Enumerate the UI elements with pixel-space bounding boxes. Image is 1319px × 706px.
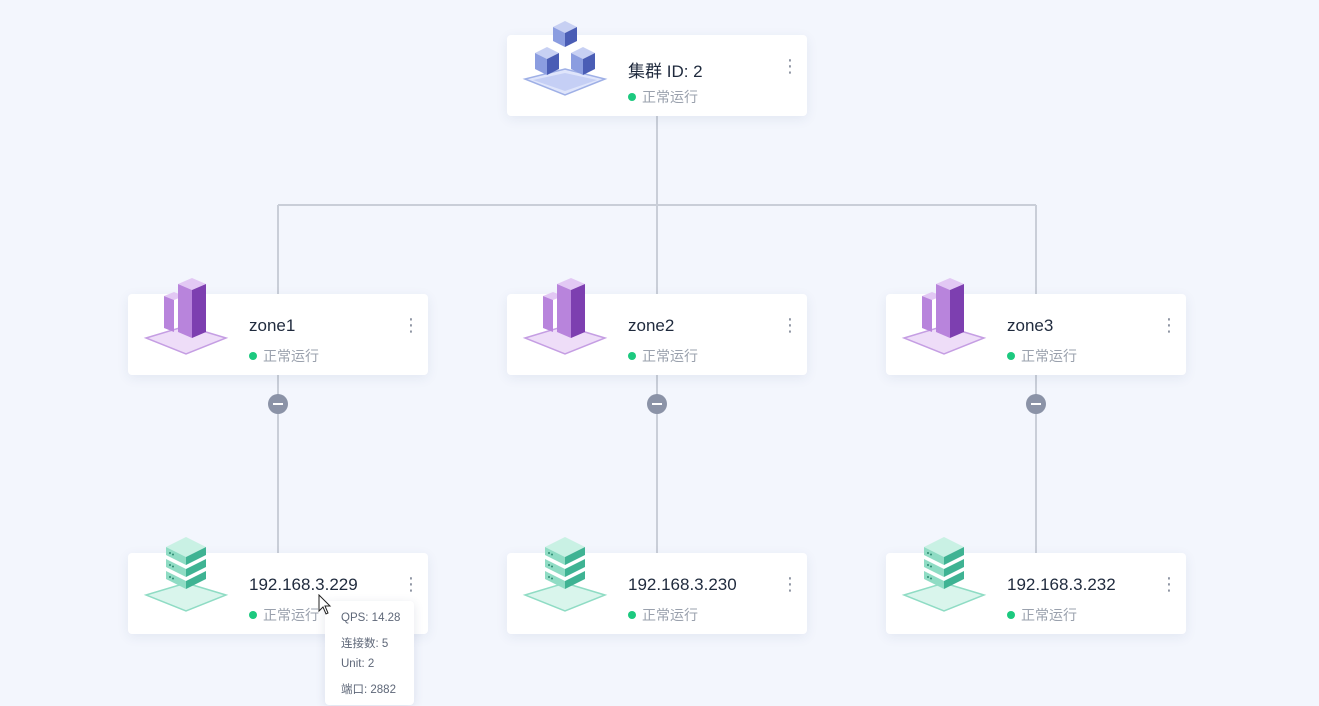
- zone-status: 正常运行: [1007, 346, 1077, 366]
- cluster-status-label: 正常运行: [642, 89, 698, 105]
- zone-node-card[interactable]: zone3 正常运行 ⋮: [886, 278, 1186, 375]
- status-dot-icon: [249, 611, 257, 619]
- zone-status-label: 正常运行: [1021, 348, 1077, 364]
- collapse-toggle-icon[interactable]: [1026, 394, 1046, 414]
- cluster-status: 正常运行: [628, 87, 698, 107]
- cluster-more-menu-icon[interactable]: ⋮: [781, 56, 799, 76]
- minus-icon: [1031, 403, 1041, 405]
- server-status: 正常运行: [249, 605, 319, 625]
- server-status: 正常运行: [1007, 605, 1077, 625]
- status-dot-icon: [628, 611, 636, 619]
- server-more-menu-icon[interactable]: ⋮: [1160, 574, 1178, 594]
- zone-title: zone3: [1007, 316, 1054, 335]
- cluster-title: 集群 ID: 2: [628, 62, 703, 81]
- collapse-toggle-icon[interactable]: [268, 394, 288, 414]
- tooltip-qps: QPS: 14.28: [341, 612, 401, 624]
- cluster-cubes-icon: [522, 21, 608, 96]
- status-dot-icon: [628, 93, 636, 101]
- server-status-label: 正常运行: [642, 607, 698, 623]
- zone-status-label: 正常运行: [642, 348, 698, 364]
- zone-status: 正常运行: [249, 346, 319, 366]
- server-title: 192.168.3.232: [1007, 575, 1116, 594]
- status-dot-icon: [1007, 611, 1015, 619]
- server-node-card[interactable]: 192.168.3.232 正常运行 ⋮: [886, 537, 1186, 634]
- zone-more-menu-icon[interactable]: ⋮: [402, 315, 420, 335]
- tooltip-unit: Unit: 2: [341, 658, 375, 670]
- server-node-card[interactable]: 192.168.3.230 正常运行 ⋮: [507, 537, 807, 634]
- tooltip-port: 端口: 2882: [341, 684, 396, 696]
- server-stack-icon: [143, 537, 229, 612]
- minus-icon: [652, 403, 662, 405]
- status-dot-icon: [249, 352, 257, 360]
- zone-status-label: 正常运行: [263, 348, 319, 364]
- zone-node-card[interactable]: zone2 正常运行 ⋮: [507, 278, 807, 375]
- server-more-menu-icon[interactable]: ⋮: [781, 574, 799, 594]
- server-more-menu-icon[interactable]: ⋮: [402, 574, 420, 594]
- zone-more-menu-icon[interactable]: ⋮: [1160, 315, 1178, 335]
- status-dot-icon: [1007, 352, 1015, 360]
- server-metrics-tooltip: QPS: 14.28 连接数: 5 Unit: 2 端口: 2882: [325, 601, 414, 705]
- collapse-toggle-icon[interactable]: [647, 394, 667, 414]
- zone-title: zone1: [249, 316, 296, 335]
- zone-status: 正常运行: [628, 346, 698, 366]
- cluster-node-card[interactable]: 集群 ID: 2 正常运行 ⋮: [507, 21, 807, 116]
- server-status-label: 正常运行: [1021, 607, 1077, 623]
- server-status: 正常运行: [628, 605, 698, 625]
- server-stack-icon: [901, 537, 987, 612]
- server-status-label: 正常运行: [263, 607, 319, 623]
- zone-building-icon: [901, 278, 987, 355]
- server-stack-icon: [522, 537, 608, 612]
- zone-title: zone2: [628, 316, 675, 335]
- zone-more-menu-icon[interactable]: ⋮: [781, 315, 799, 335]
- server-title: 192.168.3.230: [628, 575, 737, 594]
- zone-building-icon: [143, 278, 229, 355]
- status-dot-icon: [628, 352, 636, 360]
- mouse-pointer-icon: [318, 594, 332, 615]
- zone-building-icon: [522, 278, 608, 355]
- tooltip-connections: 连接数: 5: [341, 638, 389, 650]
- minus-icon: [273, 403, 283, 405]
- zone-node-card[interactable]: zone1 正常运行 ⋮: [128, 278, 428, 375]
- server-title: 192.168.3.229: [249, 575, 358, 594]
